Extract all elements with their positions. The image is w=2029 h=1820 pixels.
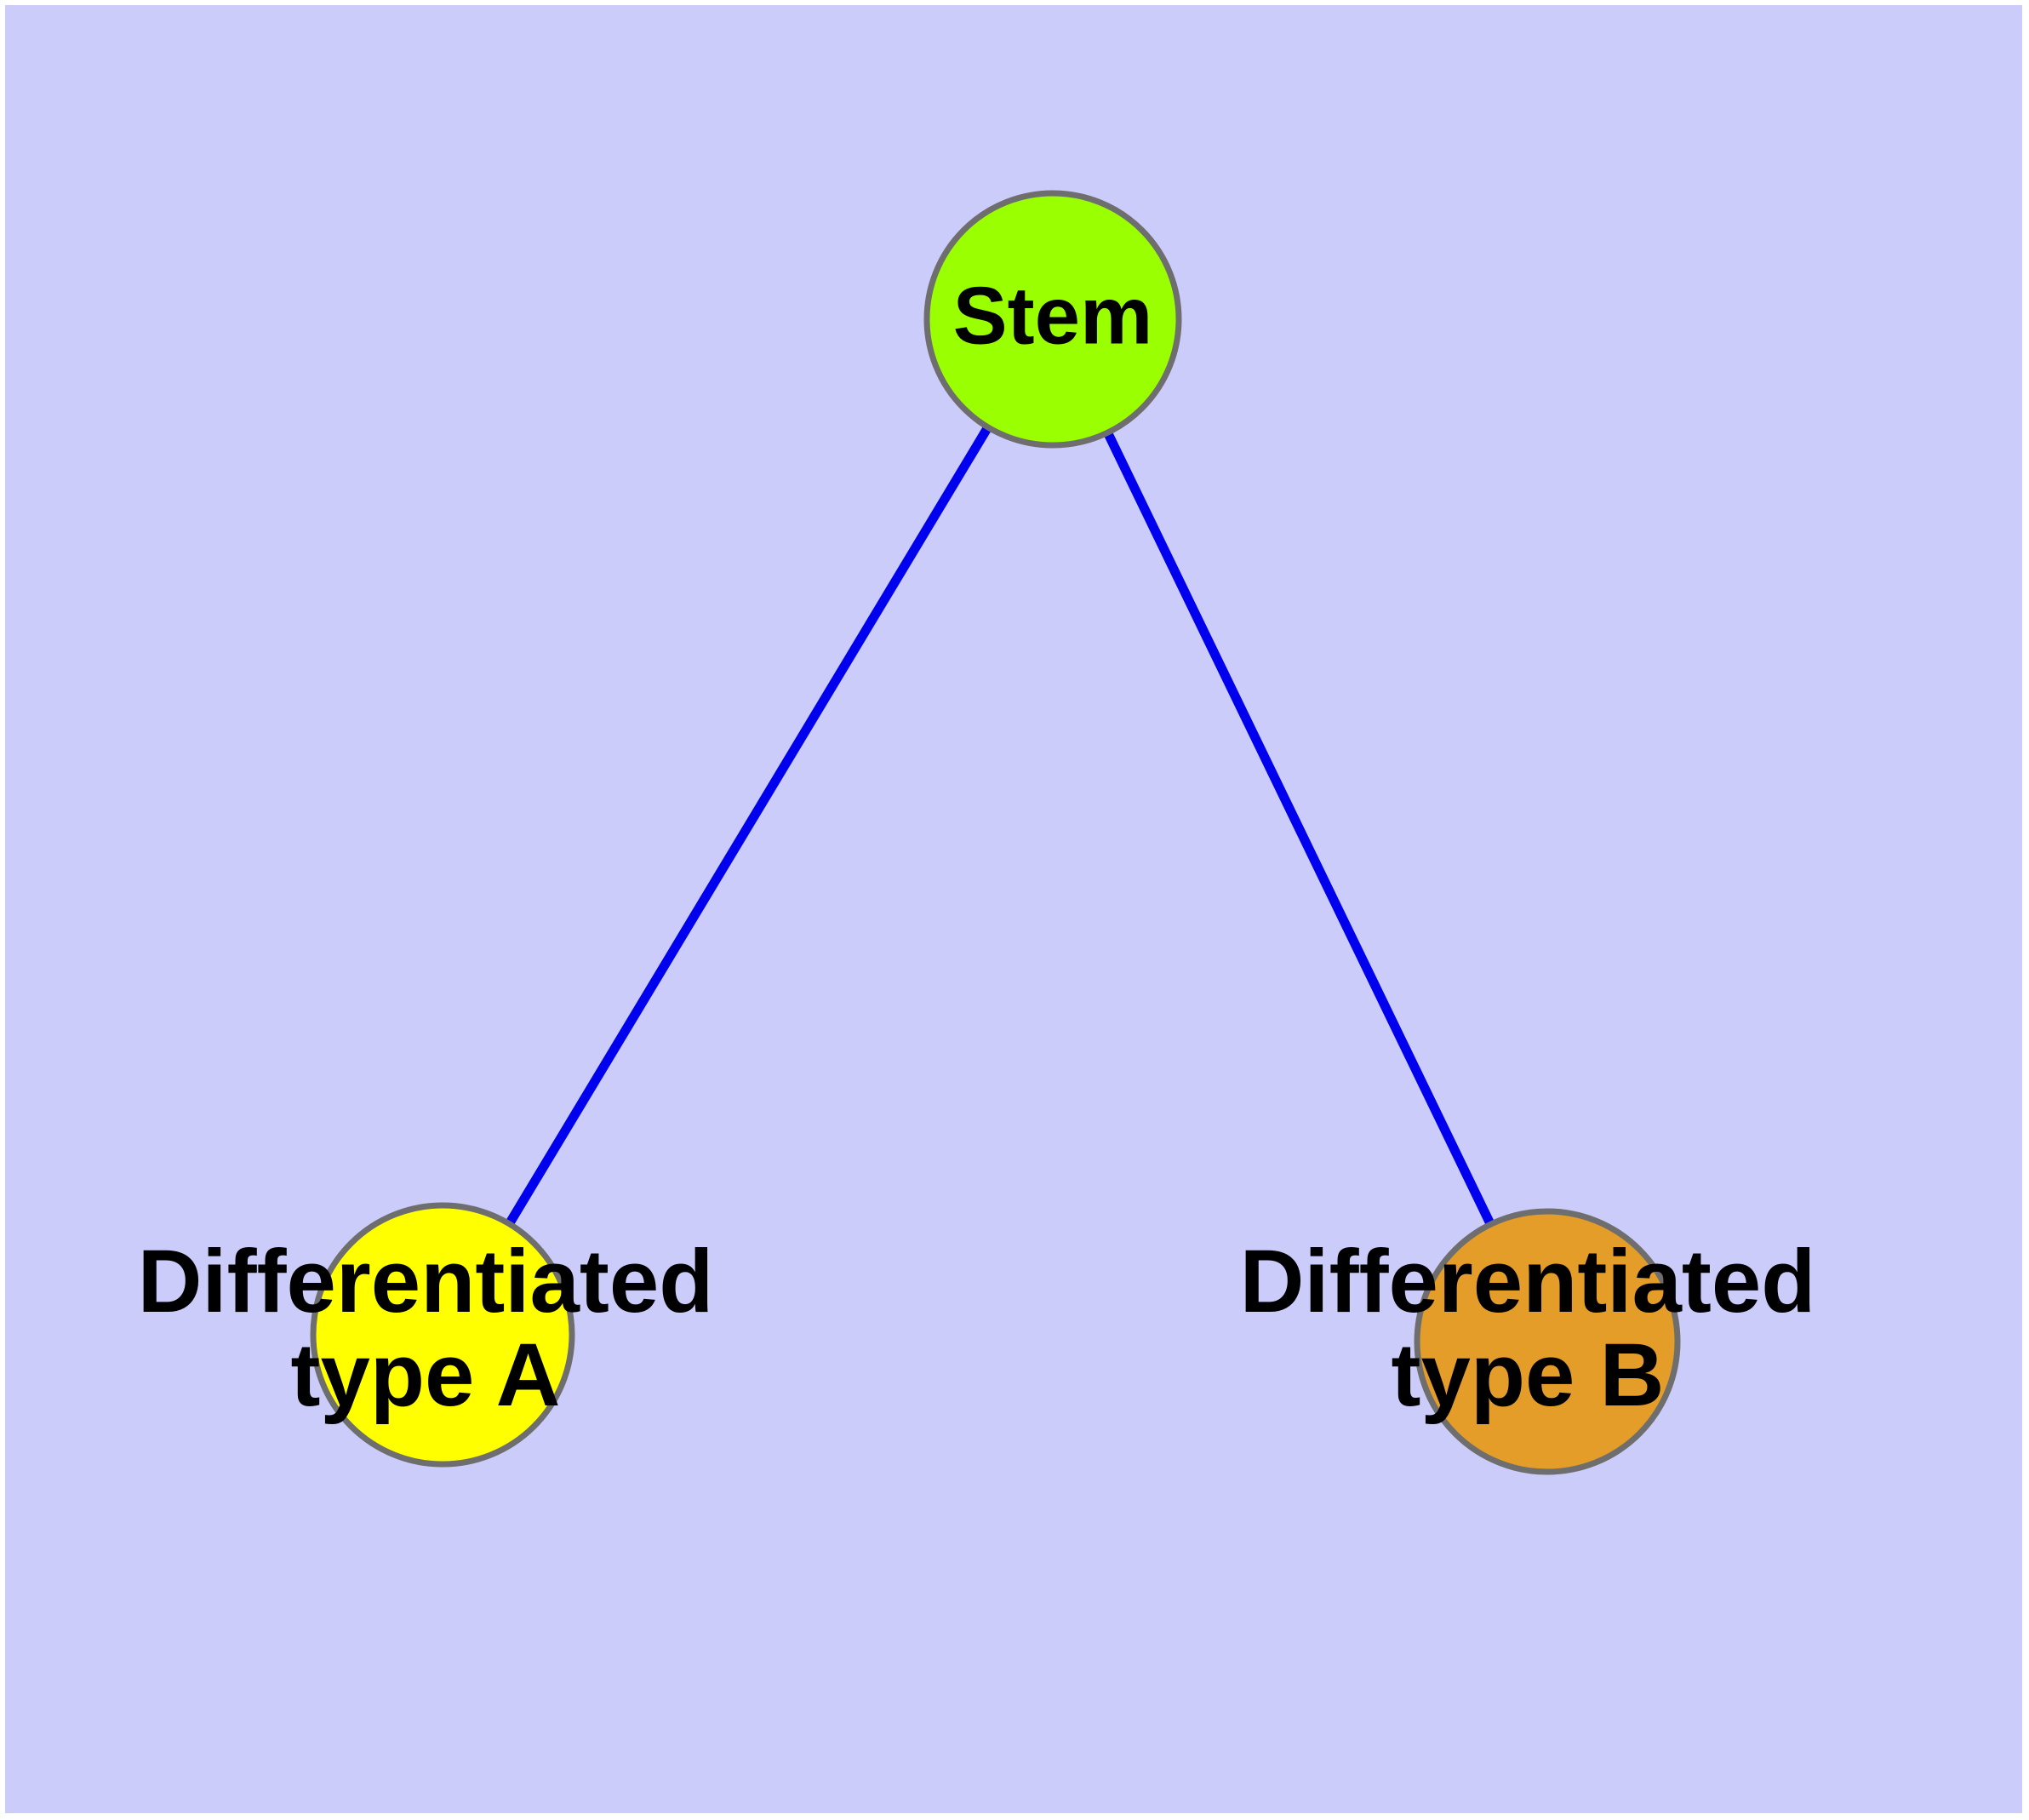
edge-layer [438,317,1552,1344]
differentiated-type-b-node-circle[interactable] [1414,1208,1681,1475]
node-differentiated-type-a[interactable] [310,1202,575,1468]
edge-stem-to-differentiated-type-b [1049,317,1552,1344]
stem-node-label: Stem [953,270,1153,361]
differentiated-type-a-node-circle[interactable] [310,1202,575,1468]
node-differentiated-type-b[interactable] [1414,1208,1681,1475]
node-stem[interactable]: Stem [923,190,1182,449]
edge-stem-to-differentiated-type-a [438,317,1057,1337]
stem-node-circle[interactable] [923,190,1182,449]
